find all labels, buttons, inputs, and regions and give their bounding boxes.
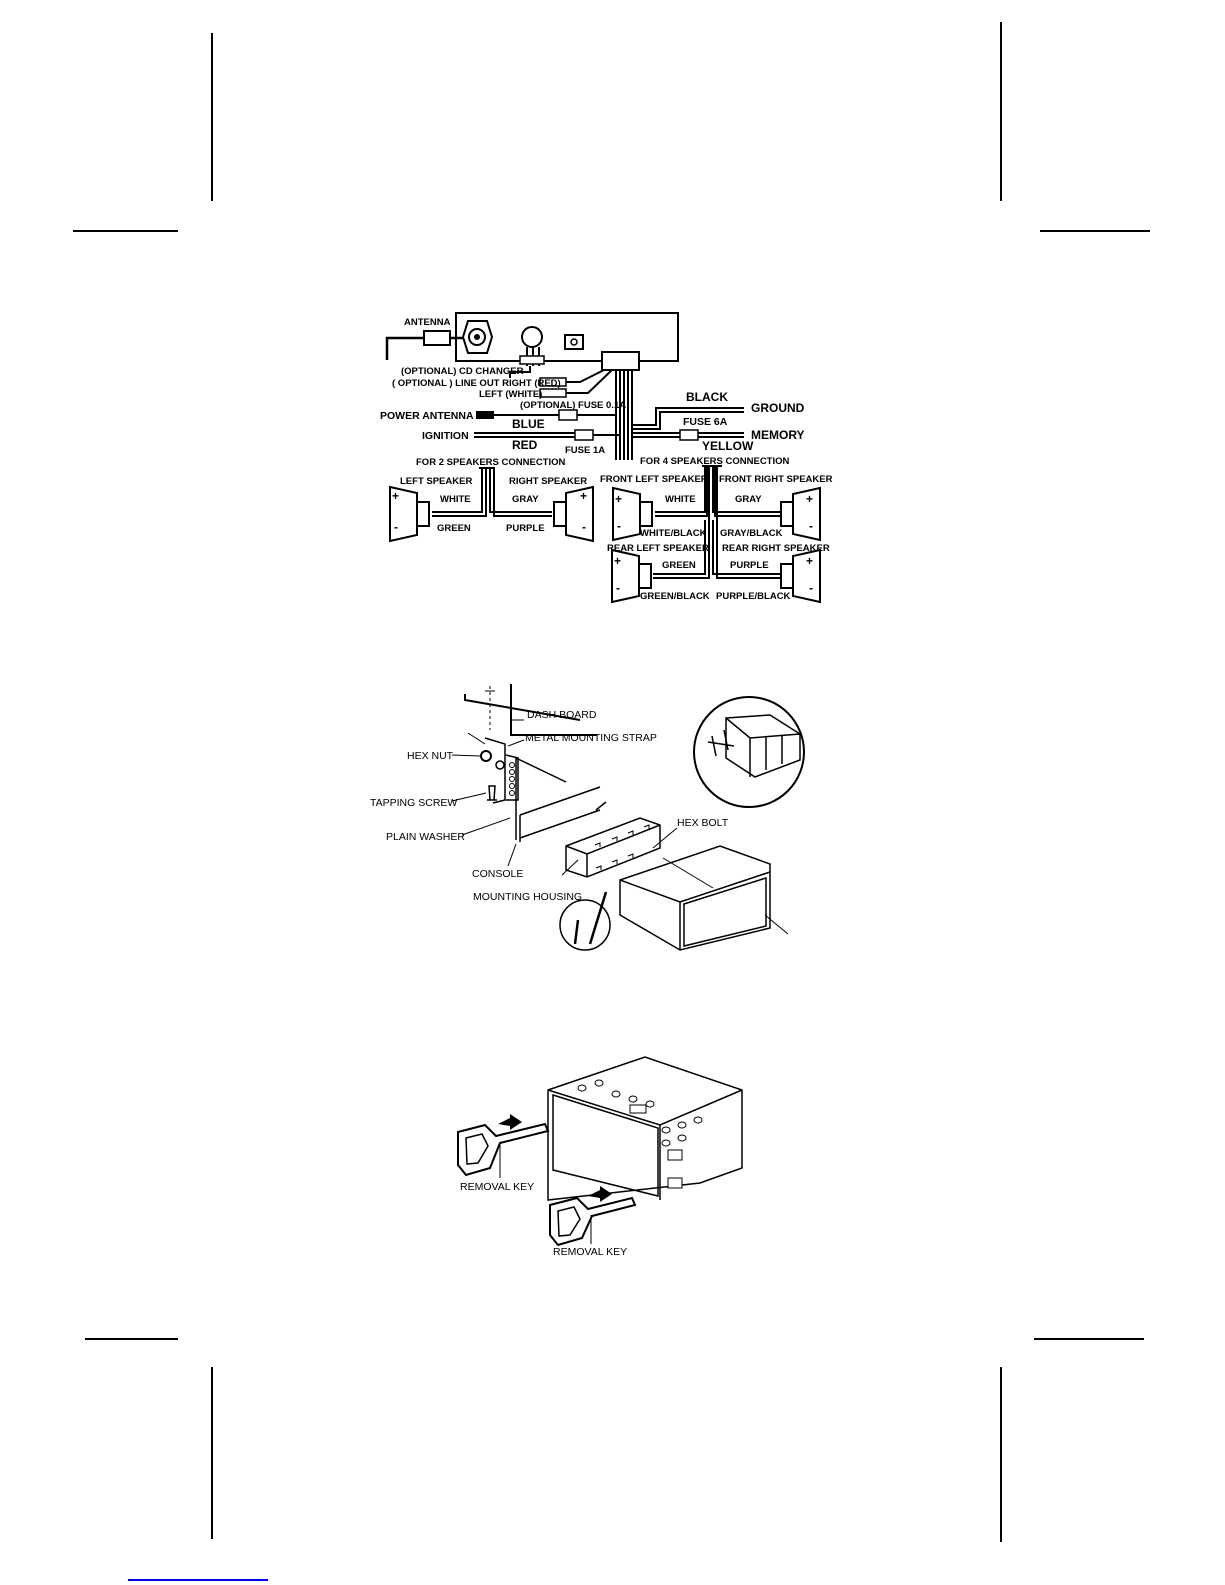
label-4spk-gray-black: GRAY/BLACK [720,528,783,539]
rear-right-minus: - [809,581,813,595]
label-hex-nut: HEX NUT [407,750,454,762]
label-dash-board: DASH BOARD [527,709,597,721]
label-4spk-white: WHITE [665,494,696,505]
left-speaker-plus: + [392,489,399,503]
front-left-minus: - [617,519,621,533]
label-4spk-gray: GRAY [735,494,762,505]
label-4spk-purple-black: PURPLE/BLACK [716,591,791,602]
label-rear-right-speaker: REAR RIGHT SPEAKER [722,543,830,554]
label-removal-key-2: REMOVAL KEY [553,1246,627,1258]
label-power-antenna: POWER ANTENNA [380,410,474,422]
strap-holes [509,762,515,796]
rear-right-speaker-icon [780,548,821,604]
right-speaker-icon [553,485,594,543]
crop-mark-bottom-left [211,1367,213,1539]
label-yellow: YELLOW [702,439,754,453]
label-rear-left-speaker: REAR LEFT SPEAKER [607,543,709,554]
label-2-speakers-title: FOR 2 SPEAKERS CONNECTION [416,457,566,468]
label-2spk-white: WHITE [440,494,471,505]
fuse-6a [679,429,699,441]
removal-tool-circle-icon [559,891,611,951]
label-metal-mounting-strap: METAL MOUNTING STRAP [525,732,657,744]
label-front-right-speaker: FRONT RIGHT SPEAKER [719,474,833,485]
label-removal-key-1: REMOVAL KEY [460,1181,534,1193]
label-line-out-right: ( OPTIONAL ) LINE OUT RIGHT (RED) [392,378,561,389]
label-plain-washer: PLAIN WASHER [386,831,465,843]
front-left-plus: + [615,492,622,506]
rear-left-speaker-icon [611,548,652,604]
radio-unit-icon [619,845,789,951]
removal-key-1-icon [457,1114,550,1178]
label-ground: GROUND [751,401,805,415]
crop-mark-top-left-h [73,230,178,232]
cd-changer-socket [521,326,543,348]
label-antenna: ANTENNA [404,317,451,328]
front-right-speaker-icon [780,486,821,542]
label-4spk-purple: PURPLE [730,560,769,571]
radio-chassis-icon [547,1056,743,1201]
antenna-socket [461,320,494,354]
front-left-speaker-icon [612,486,653,542]
crop-mark-bottom-right [1000,1367,1002,1542]
label-fuse-1a: FUSE 1A [565,445,605,456]
right-speaker-minus: - [582,520,586,534]
label-4spk-green-black: GREEN/BLACK [640,591,710,602]
label-4-speakers-title: FOR 4 SPEAKERS CONNECTION [640,456,790,467]
front-panel-buttons [577,1079,703,1147]
crop-mark-top-right [1000,22,1002,201]
antenna-plug [423,330,451,346]
right-speaker-plus: + [580,489,587,503]
label-left-speaker: LEFT SPEAKER [400,476,472,487]
wire-harness-connector [601,351,640,371]
label-ignition: IGNITION [422,430,469,442]
hex-nut-icon [480,750,492,762]
front-right-minus: - [809,519,813,533]
label-hex-bolt: HEX BOLT [677,817,729,829]
label-2spk-green: GREEN [437,523,471,534]
label-line-out-left: LEFT (WHITE) [479,389,542,400]
fuse-0-1a [558,409,578,421]
crop-mark-bottom-left-h [85,1338,178,1340]
label-fuse-0-1a: (OPTIONAL) FUSE 0.1A [520,400,626,411]
removal-diagram: REMOVAL KEY REMOVAL KEY [457,1056,743,1258]
label-right-speaker: RIGHT SPEAKER [509,476,587,487]
label-red: RED [512,438,538,452]
left-speaker-icon [389,485,430,543]
rear-left-plus: + [614,554,621,568]
crop-mark-top-right-h [1040,230,1150,232]
installation-diagram: DASH BOARD METAL MOUNTING STRAP HEX NUT … [370,684,805,951]
label-cd-changer: (OPTIONAL) CD CHANGER [401,366,524,377]
wiring-diagram: ANTENNA (OPTIONAL) CD CHANGER ( OPTIONAL… [380,312,833,604]
footer-link-underline[interactable] [128,1579,268,1581]
label-2spk-purple: PURPLE [506,523,545,534]
label-front-left-speaker: FRONT LEFT SPEAKER [600,474,708,485]
rear-left-minus: - [616,581,620,595]
crop-mark-top-left [211,33,213,201]
label-mounting-housing: MOUNTING HOUSING [473,891,582,903]
fuse-socket [564,334,584,350]
fuse-1a [574,429,594,441]
tapping-screw-icon [487,785,497,801]
label-memory: MEMORY [751,428,805,442]
label-console: CONSOLE [472,868,523,880]
left-speaker-minus: - [394,520,398,534]
label-fuse-6a: FUSE 6A [683,416,728,428]
rear-right-plus: + [806,554,813,568]
label-black: BLACK [686,390,728,404]
removal-key-2-icon [549,1186,637,1247]
mounting-housing-icon [565,817,661,878]
label-4spk-green: GREEN [662,560,696,571]
label-2spk-gray: GRAY [512,494,539,505]
label-tapping-screw: TAPPING SCREW [370,797,457,809]
crop-mark-bottom-right-h [1034,1338,1144,1340]
label-4spk-white-black: WHITE/BLACK [640,528,707,539]
inset-detail-icon [693,696,805,808]
front-right-plus: + [806,492,813,506]
label-blue: BLUE [512,417,545,431]
